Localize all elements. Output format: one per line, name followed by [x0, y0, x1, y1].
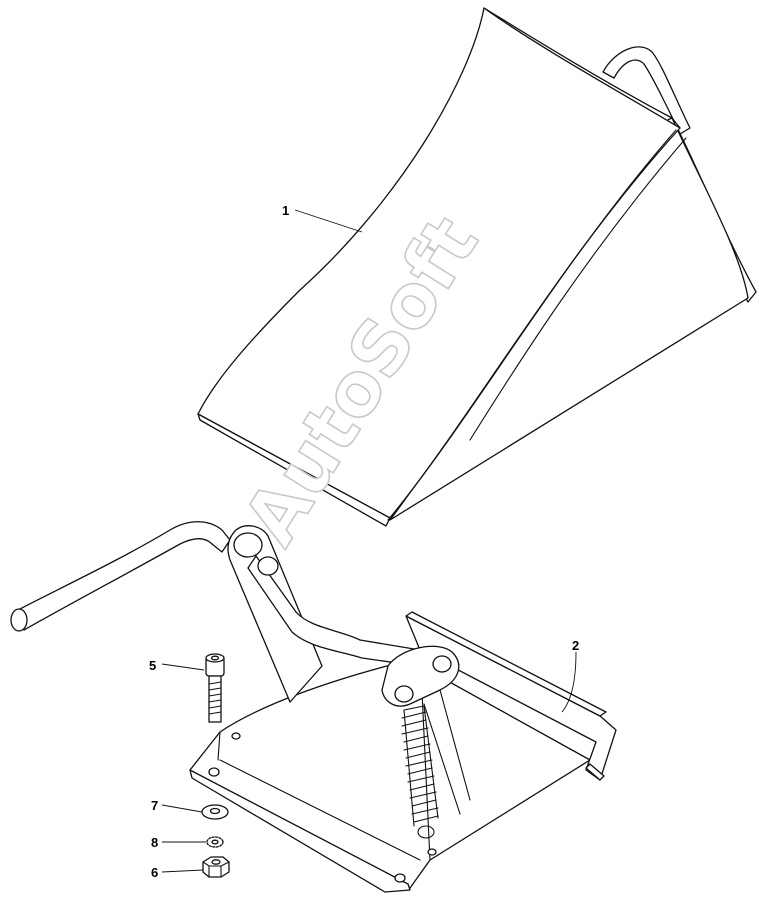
wheel-chock	[197, 7, 757, 527]
callout-numbers: 1 2 5 7 8 6	[149, 203, 579, 880]
bolt	[205, 653, 225, 723]
callout-leaders	[161, 209, 577, 873]
callout-8: 8	[151, 835, 158, 850]
chock-holder-bracket	[10, 521, 617, 893]
lock-washer	[206, 836, 224, 848]
callout-5: 5	[149, 658, 156, 673]
flat-washer	[201, 804, 229, 820]
callout-7: 7	[151, 798, 158, 813]
callout-2: 2	[572, 638, 579, 653]
callout-1: 1	[282, 203, 289, 218]
tension-spring	[401, 705, 439, 839]
hex-nut	[202, 856, 230, 878]
callout-6: 6	[151, 865, 158, 880]
